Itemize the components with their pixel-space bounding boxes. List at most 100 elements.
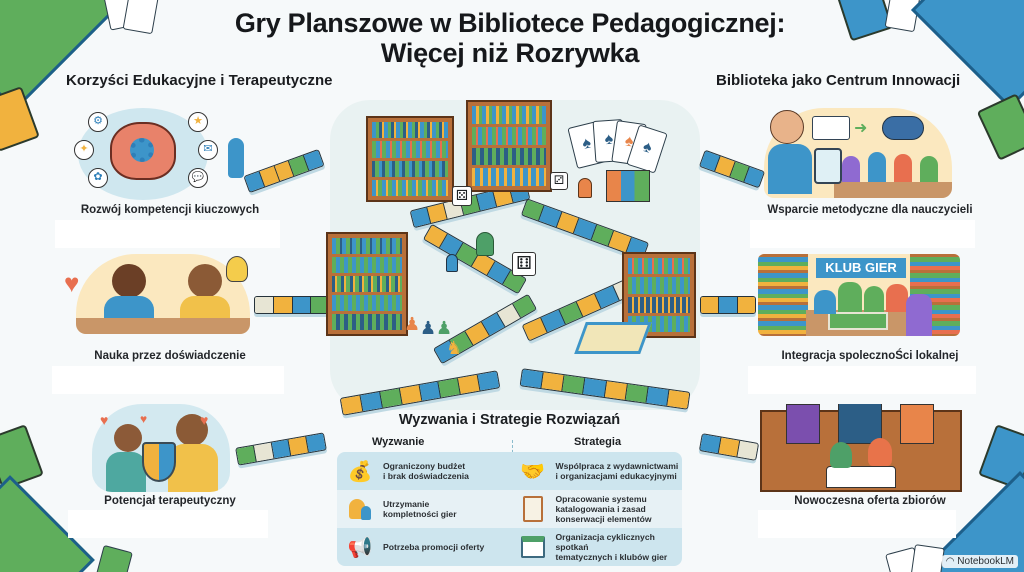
player-figure (864, 286, 884, 312)
handshake-icon: 🤝 (520, 460, 545, 483)
panel-text-box (758, 510, 956, 538)
arrow-right-icon: ➜ (854, 120, 868, 137)
book-box-blue (838, 404, 882, 444)
gear-center-icon (130, 138, 154, 162)
challenge-text: Potrzeba promocji oferty (383, 542, 485, 552)
board-path (254, 296, 330, 314)
board-path (698, 433, 760, 461)
caption-modern-collection: Nowoczesna oferta zbiorów (794, 495, 946, 507)
meeple-blue-icon (446, 254, 458, 272)
bookshelf-mid-left (326, 232, 408, 336)
orange-dragon-icon (868, 438, 892, 466)
panel-text-box (68, 510, 268, 538)
challenge-text: Utrzymanie kompletności gier (383, 499, 457, 519)
corner-board-top-right (911, 0, 1024, 109)
heart-icon: ♥ (200, 412, 209, 428)
megaphone-question-icon: 📢 (347, 536, 373, 559)
caption-learning-by-experience: Nauka przez doświadczenie (94, 350, 246, 362)
student-figure (842, 156, 860, 182)
meeple-icon (345, 494, 375, 524)
handshake-children-icon (76, 254, 250, 334)
col-header-strategy: Strategia (574, 436, 622, 448)
player-figure (886, 284, 908, 312)
left-section-heading: Korzyści Edukacyjne i Terapeutyczne (66, 72, 333, 89)
table-row: 💰 Ograniczony budżet i brak doświadczeni… (337, 452, 682, 490)
chess-piece-icon: ♟ (436, 318, 453, 338)
panel-text-box (55, 220, 280, 248)
calendar-people-icon (518, 532, 548, 562)
strategy-cell: 🤝 Wspólpraca z wydawnictwami i organizac… (510, 452, 683, 490)
board-path (698, 149, 766, 189)
clipboard-checklist-icon (518, 494, 548, 524)
open-book-icon (812, 116, 850, 140)
title-line-2: Więcej niż Rozrywka (380, 38, 640, 68)
challenge-cell: 📢 Potrzeba promocji oferty (337, 528, 510, 566)
game-blocks (606, 170, 650, 202)
chess-knight-icon: ♞ (446, 338, 463, 358)
caption-key-competences: Rozwój kompetencji kiuczowych (80, 204, 260, 216)
corner-card-6 (909, 544, 945, 572)
left-bookshelf (758, 254, 808, 336)
lightbulb-icon: ✦ (74, 140, 94, 160)
lightbulb-idea-icon (226, 256, 248, 282)
chat-icon: 💬 (188, 168, 208, 188)
strategy-text: Wspólpraca z wydawnictwami i organizacja… (555, 461, 679, 481)
gear-icon: ⚙ (88, 112, 108, 132)
strategy-cell: Organizacja cyklicznych spotkań tematycz… (510, 528, 683, 566)
page-title: Gry Planszowe w Bibliotece Pedagogicznej… (200, 8, 820, 68)
corner-book-blue (834, 0, 894, 42)
challenge-text: Ograniczony budżet i brak doświadczenia (383, 461, 469, 481)
caption-therapeutic-potential: Potencjał terapeutyczny (104, 495, 236, 507)
student-figure (894, 154, 912, 182)
player-figure (814, 290, 836, 314)
mini-game-board (574, 322, 652, 354)
board-path (235, 432, 327, 466)
money-bag-question-icon: 💰 (347, 460, 373, 483)
child-shirt (106, 452, 146, 492)
meeple-orange-icon (578, 178, 592, 198)
board-path (700, 296, 756, 314)
dice-icon: ⚅ (512, 252, 536, 276)
strategy-cell: Opracowanie systemu katalogowania i zasa… (510, 490, 683, 528)
challenge-cell: 💰 Ograniczony budżet i brak doświadczeni… (337, 452, 510, 490)
meeple-green-icon (476, 232, 494, 256)
game-board-on-table (828, 312, 888, 330)
woman-figure (176, 414, 208, 446)
open-book-icon (826, 466, 896, 488)
bookshelf-top-left (366, 116, 454, 202)
panel-text-box (750, 220, 975, 248)
table-row: 📢 Potrzeba promocji oferty Organizacja c… (337, 528, 682, 566)
title-line-1: Gry Planszowe w Bibliotece Pedagogicznej… (234, 8, 786, 38)
star-icon: ★ (188, 112, 208, 132)
challenge-cell: Utrzymanie kompletności gier (337, 490, 510, 528)
book-box-purple (786, 404, 820, 444)
woman-shirt (168, 444, 218, 492)
child-figure (114, 424, 142, 452)
game-club-icon: KLUB GIER (758, 254, 960, 336)
gamepad-icon (882, 116, 924, 140)
girl-figure (188, 264, 222, 298)
chess-piece-icon: ♟ (404, 314, 421, 334)
student-figure (920, 156, 938, 182)
boy-figure (112, 264, 146, 298)
strategy-text: Opracowanie systemu katalogowania i zasa… (555, 494, 652, 524)
chess-piece-icon: ♟ (420, 318, 437, 338)
envelope-icon: ✉ (198, 140, 218, 160)
teacher-figure (770, 110, 804, 144)
challenges-title: Wyzwania i Strategie Rozwiązań (398, 412, 621, 428)
caption-teacher-support: Wsparcie metodyczne dla nauczycieli (767, 204, 973, 216)
strategy-text: Organizacja cyklicznych spotkań tematycz… (555, 532, 668, 562)
bookshelf-mid-right (622, 252, 696, 338)
table-surface (76, 318, 250, 334)
corner-card-4 (93, 544, 133, 572)
corner-book-yellow (0, 86, 40, 152)
board-path (243, 148, 325, 194)
broken-heart-icon: ♥ (64, 268, 80, 298)
student-figure (868, 152, 886, 182)
heart-icon: ♥ (140, 412, 148, 426)
shield-icon (142, 442, 176, 482)
col-header-challenge: Wyzwanie (372, 436, 425, 448)
corner-book-green-right (976, 93, 1024, 161)
book-box-orange (900, 404, 934, 444)
notebooklm-logo-icon: ◠ (945, 556, 958, 567)
